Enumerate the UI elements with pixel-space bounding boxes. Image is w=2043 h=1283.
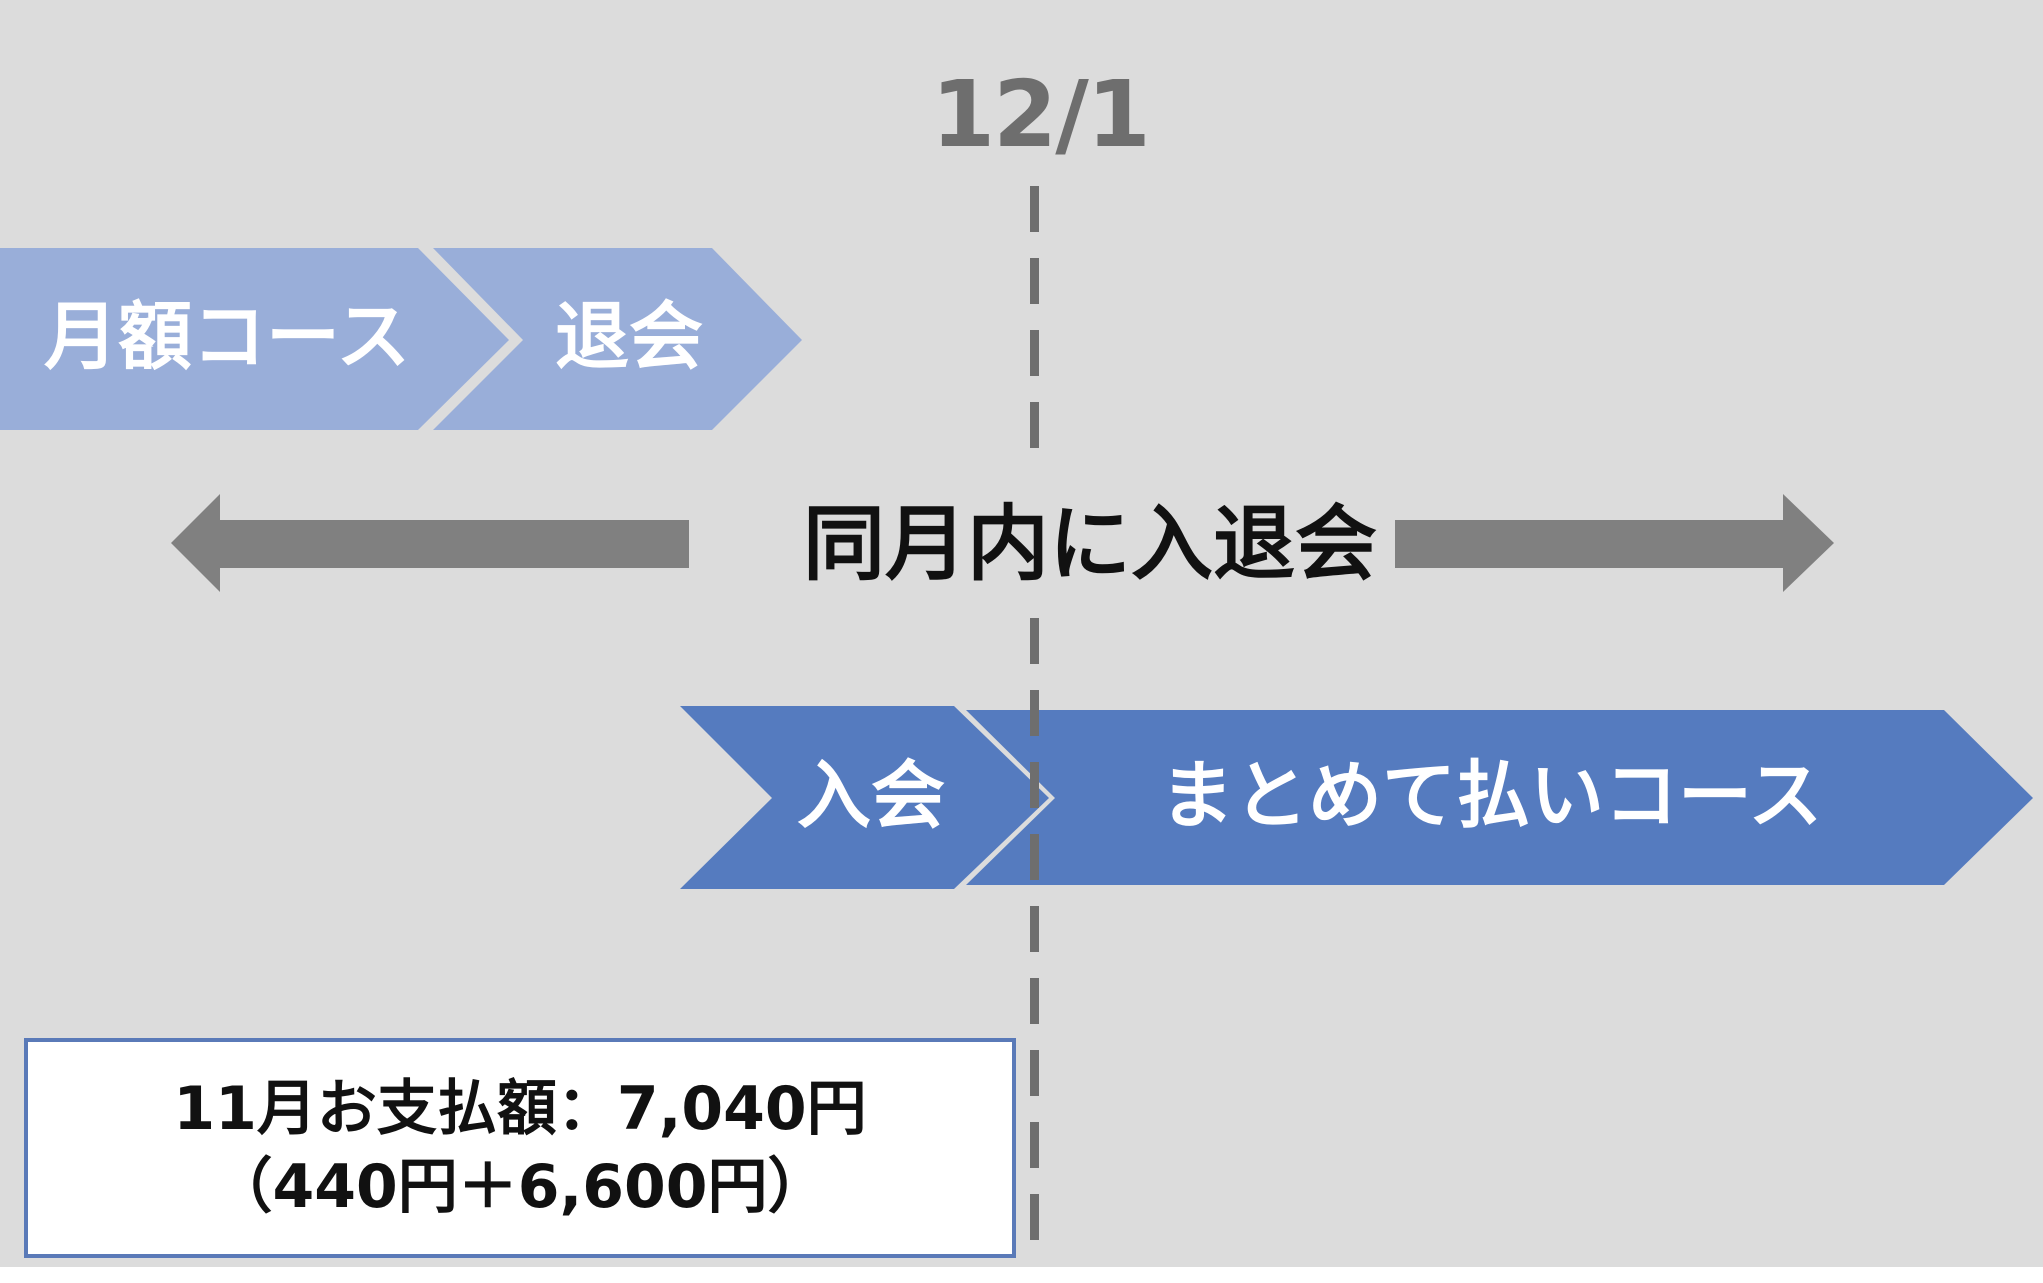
lump-sum-course-label: まとめて払いコース — [1160, 753, 1823, 839]
payment-summary-box: 11月お支払額：7,040円 （440円＋6,600円） — [24, 1038, 1016, 1258]
span-arrow-left-shaft — [218, 520, 689, 568]
span-arrow-right-shaft — [1395, 520, 1785, 568]
span-label-background — [690, 470, 1394, 610]
date-label: 12/1 — [931, 61, 1151, 168]
join-label: 入会 — [797, 753, 945, 839]
lump-sum-course-chevron — [966, 710, 2033, 885]
withdraw-chevron — [433, 248, 802, 430]
payment-breakdown-line: （440円＋6,600円） — [212, 1152, 828, 1222]
withdraw-label: 退会 — [555, 294, 703, 380]
span-arrow-left-head — [171, 494, 220, 592]
monthly-course-label: 月額コース — [44, 294, 411, 380]
same-month-span-arrow — [171, 494, 1834, 592]
monthly-course-chevron — [0, 248, 509, 430]
same-month-span-label: 同月内に入退会 — [802, 497, 1377, 592]
join-chevron — [680, 706, 1049, 889]
payment-total-line: 11月お支払額：7,040円 — [173, 1074, 867, 1144]
span-arrow-right-head — [1783, 494, 1834, 592]
date-dashed-line — [1030, 186, 1039, 1256]
